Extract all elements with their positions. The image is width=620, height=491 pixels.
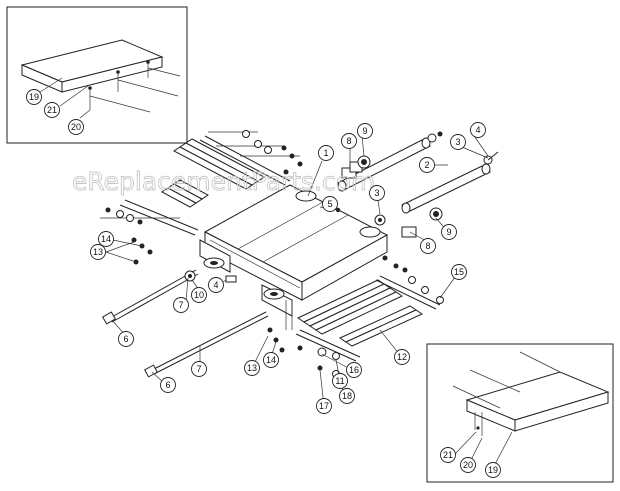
svg-text:17: 17 <box>319 401 329 411</box>
svg-text:20: 20 <box>463 460 473 470</box>
roller-end-parts <box>335 131 499 238</box>
callout-7-lower: 7 <box>191 361 207 377</box>
callout-13-lower: 13 <box>244 360 260 376</box>
callout-4-upper: 4 <box>470 122 486 138</box>
svg-text:3: 3 <box>374 188 379 198</box>
callout-11: 11 <box>332 373 348 389</box>
roller-set-lower-right <box>267 255 444 378</box>
svg-text:20: 20 <box>71 122 81 132</box>
svg-text:10: 10 <box>194 290 204 300</box>
small-parts-front <box>184 270 237 283</box>
svg-text:15: 15 <box>454 267 464 277</box>
callout-14-left: 14 <box>98 231 114 247</box>
svg-text:18: 18 <box>342 391 352 401</box>
callout-9-lower: 9 <box>441 224 457 240</box>
left-bracket <box>199 239 231 273</box>
svg-text:16: 16 <box>349 365 359 375</box>
callout-21-inset-bottom: 21 <box>440 447 456 463</box>
callout-19-inset-top: 19 <box>26 89 42 105</box>
callout-14-lower: 14 <box>263 352 279 368</box>
callout-18: 18 <box>339 388 355 404</box>
callout-16: 16 <box>346 362 362 378</box>
callout-7-upper: 7 <box>173 297 189 313</box>
svg-text:3: 3 <box>455 137 460 147</box>
svg-text:14: 14 <box>101 234 111 244</box>
callout-5: 5 <box>322 196 338 212</box>
callout-17: 17 <box>316 398 332 414</box>
svg-text:6: 6 <box>165 380 170 390</box>
hardware-ul <box>105 130 303 265</box>
inset-top-left-frame <box>6 6 188 144</box>
callout-20-inset-bottom: 20 <box>460 457 476 473</box>
svg-text:4: 4 <box>213 280 218 290</box>
hardware-lr <box>267 255 444 378</box>
inset-top-left: 19 21 20 <box>6 6 188 144</box>
callout-15: 15 <box>451 264 467 280</box>
callout-19-inset-bottom: 19 <box>485 462 501 478</box>
svg-text:5: 5 <box>327 199 332 209</box>
table-bore-top <box>295 190 317 202</box>
roller-set-lower-right-rollers <box>296 279 424 347</box>
svg-text:19: 19 <box>488 465 498 475</box>
rail-lr-top <box>379 275 441 306</box>
callout-8-upper: 8 <box>341 133 357 149</box>
callout-21-inset-top: 21 <box>44 102 60 118</box>
svg-text:7: 7 <box>196 364 201 374</box>
rod-upper <box>101 269 199 325</box>
inset-bottom-right-table-board <box>452 351 610 467</box>
svg-text:19: 19 <box>29 92 39 102</box>
svg-text:4: 4 <box>475 125 480 135</box>
rail-ul-bottom <box>119 204 196 236</box>
front-bracket <box>261 284 293 330</box>
callout-1: 1 <box>318 145 334 161</box>
svg-text:13: 13 <box>247 363 257 373</box>
table-side-face <box>301 234 388 301</box>
svg-text:8: 8 <box>346 136 351 146</box>
roller-set-upper-left-rollers <box>161 138 265 208</box>
svg-text:8: 8 <box>425 241 430 251</box>
svg-text:7: 7 <box>178 300 183 310</box>
svg-text:2: 2 <box>424 160 429 170</box>
callout-3-upper: 3 <box>450 134 466 150</box>
table-bore-right <box>359 226 381 238</box>
rail-ul-top <box>199 139 286 186</box>
callout-8-lower: 8 <box>420 238 436 254</box>
table-assembly <box>199 184 389 330</box>
rod-lower <box>144 311 269 378</box>
callout-12: 12 <box>394 349 410 365</box>
svg-text:21: 21 <box>443 450 453 460</box>
callout-9-upper: 9 <box>357 123 373 139</box>
inset-top-left-table-board <box>20 39 181 119</box>
svg-text:13: 13 <box>93 247 103 257</box>
callout-6-upper: 6 <box>118 331 134 347</box>
svg-text:9: 9 <box>446 227 451 237</box>
callout-20-inset-top: 20 <box>68 119 84 135</box>
callout-3-lower: 3 <box>369 185 385 201</box>
callout-4-lower: 4 <box>208 277 224 293</box>
roller-tube-upper <box>337 137 431 192</box>
watermark: eReplacementParts.com <box>72 167 375 196</box>
rail-lr-bottom <box>299 329 361 358</box>
svg-text:9: 9 <box>362 126 367 136</box>
svg-text:14: 14 <box>266 355 276 365</box>
callout-13-left: 13 <box>90 244 106 260</box>
svg-text:1: 1 <box>323 148 328 158</box>
svg-text:11: 11 <box>335 376 344 386</box>
callout-6-lower: 6 <box>160 377 176 393</box>
roller-set-upper-left <box>100 130 303 265</box>
callout-2: 2 <box>419 157 435 173</box>
svg-text:12: 12 <box>397 352 407 362</box>
inset-bottom-right-frame <box>426 343 614 483</box>
inset-bottom-right: 21 20 19 <box>426 343 614 483</box>
svg-text:21: 21 <box>47 105 57 115</box>
roller-tube-lower <box>401 163 491 214</box>
svg-text:6: 6 <box>123 334 128 344</box>
callout-10: 10 <box>191 287 207 303</box>
